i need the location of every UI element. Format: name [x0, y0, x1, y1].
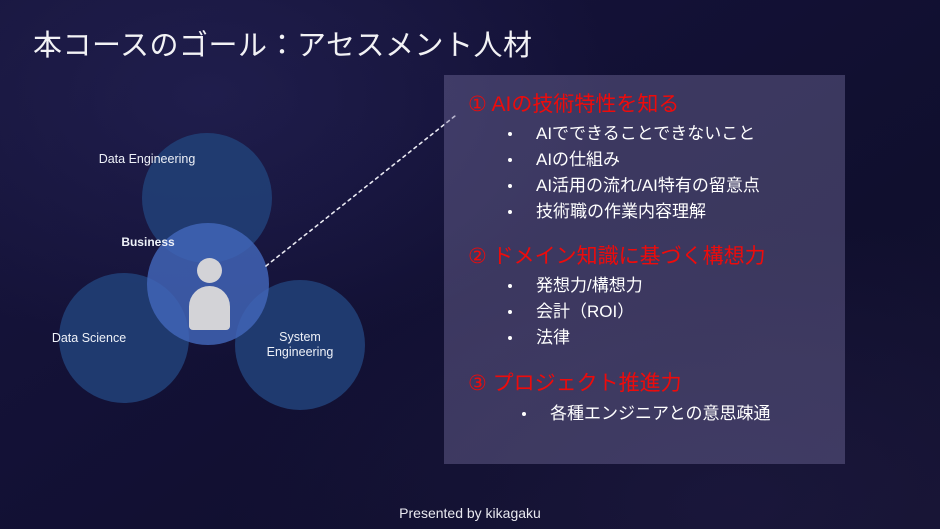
goal-bullet: AIの仕組み [506, 147, 835, 173]
goal-bullet: AI活用の流れ/AI特有の留意点 [506, 173, 835, 199]
goals-panel: ① AIの技術特性を知る AIでできることできないこと AIの仕組み AI活用の… [444, 75, 845, 464]
goal-bullet: 技術職の作業内容理解 [506, 199, 835, 225]
goal-block-3: ③ プロジェクト推進力 各種エンジニアとの意思疎通 [460, 370, 835, 426]
venn-label-system-engineering: System Engineering [266, 330, 334, 359]
goal-list-2: 発想力/構想力 会計（ROI） 法律 [460, 273, 835, 350]
goal-heading-2: ② ドメイン知識に基づく構想力 [468, 244, 766, 268]
person-icon-head [197, 258, 222, 283]
person-icon-body [189, 286, 230, 330]
venn-label-data-science: Data Science [51, 331, 127, 345]
venn-label-data-engineering: Data Engineering [98, 152, 196, 166]
page-title: 本コースのゴール：アセスメント人材 [33, 30, 533, 62]
goal-block-1: ① AIの技術特性を知る AIでできることできないこと AIの仕組み AI活用の… [460, 91, 835, 225]
goal-list-3: 各種エンジニアとの意思疎通 [460, 401, 835, 427]
goal-bullet: AIでできることできないこと [506, 121, 835, 147]
venn-label-business: Business [121, 235, 175, 249]
person-icon [185, 258, 233, 330]
goal-bullet: 発想力/構想力 [506, 273, 835, 299]
goal-heading-1: ① AIの技術特性を知る [468, 93, 680, 116]
goal-list-1: AIでできることできないこと AIの仕組み AI活用の流れ/AI特有の留意点 技… [460, 121, 835, 224]
goal-bullet: 各種エンジニアとの意思疎通 [520, 401, 835, 427]
footer-credit: Presented by kikagaku [399, 505, 541, 521]
goal-bullet: 法律 [506, 325, 835, 351]
goal-block-2: ② ドメイン知識に基づく構想力 発想力/構想力 会計（ROI） 法律 [460, 243, 835, 351]
goal-bullet: 会計（ROI） [506, 299, 835, 325]
venn-diagram: Data Engineering Data Science System Eng… [40, 125, 390, 410]
goal-heading-3: ③ プロジェクト推進力 [468, 372, 682, 396]
